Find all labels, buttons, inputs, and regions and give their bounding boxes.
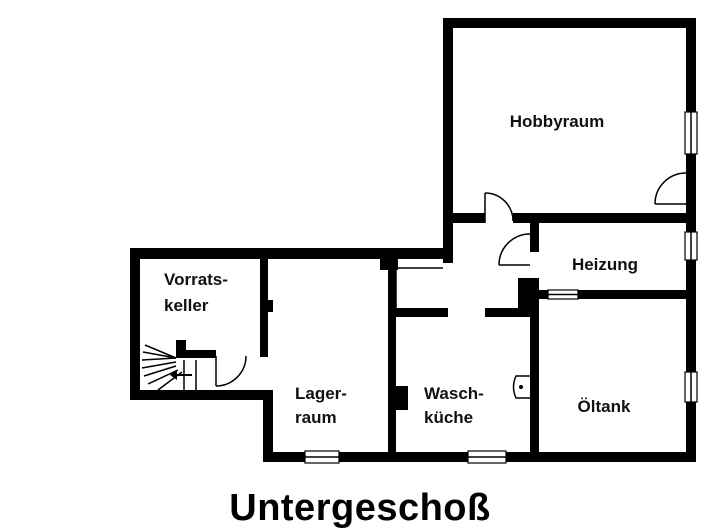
room-label-waschkueche-2: küche <box>424 408 473 427</box>
arrow-left-icon <box>170 370 192 380</box>
windows <box>304 111 698 464</box>
doors <box>215 172 687 387</box>
room-label-heizung: Heizung <box>572 255 638 274</box>
sink-icon <box>512 375 530 399</box>
room-label-vorratskeller-2: keller <box>164 296 209 315</box>
outer-walls <box>130 18 696 462</box>
room-label-waschkueche-1: Wasch- <box>424 384 484 403</box>
room-label-vorratskeller-1: Vorrats- <box>164 270 228 289</box>
plan-title: Untergeschoß <box>229 487 491 529</box>
hall-lines <box>395 267 443 308</box>
room-label-lagerraum-2: raum <box>295 408 337 427</box>
floor-plan: Hobbyraum Heizung Vorrats- keller Lager-… <box>130 18 698 464</box>
room-label-oeltank: Öltank <box>578 397 631 416</box>
room-label-hobbyraum: Hobbyraum <box>510 112 604 131</box>
room-label-lagerraum-1: Lager- <box>295 384 347 403</box>
interior-walls <box>176 213 696 459</box>
